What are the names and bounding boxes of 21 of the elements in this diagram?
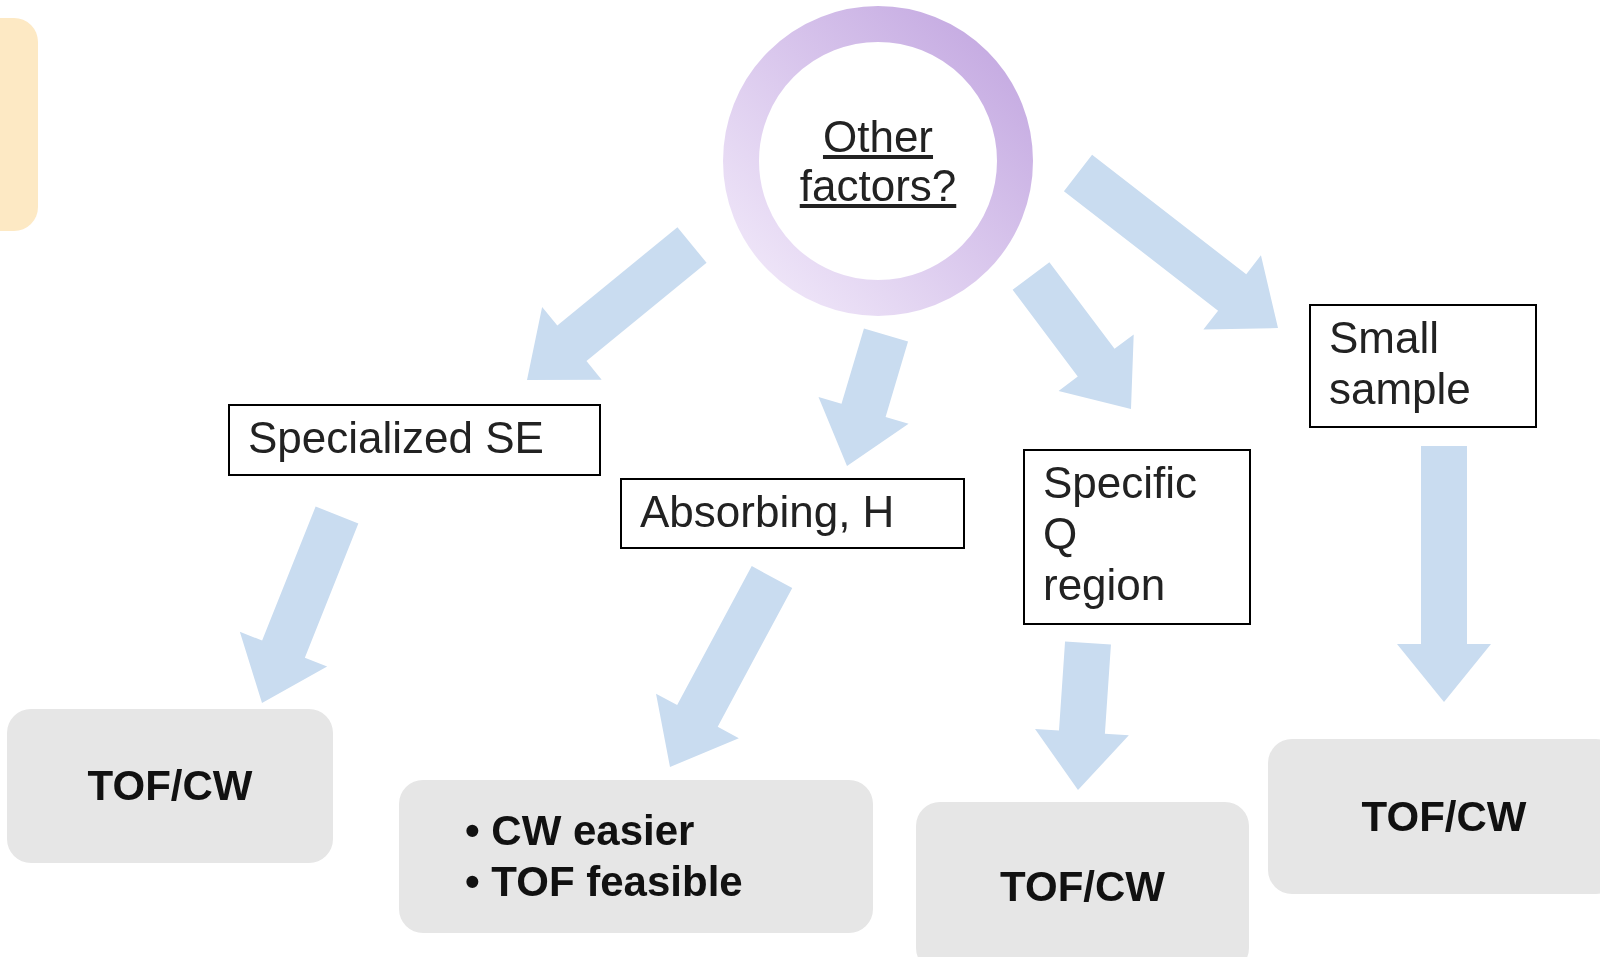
block-arrow [1035,641,1129,790]
bullet-item: • CW easier [465,806,695,857]
block-arrow [239,506,359,703]
side-tab [0,18,38,231]
block-arrow [1397,446,1491,702]
result-box [399,780,873,933]
factor-box: Specialized SE [228,404,601,476]
block-arrow [818,328,909,466]
factor-box: Absorbing, H [620,478,965,549]
result-box: TOF/CW [916,802,1249,957]
factor-box: Small sample [1309,304,1537,428]
block-arrow [527,227,707,380]
bullet-item: • TOF feasible [465,856,743,907]
question-text: Other factors? [798,111,958,211]
result-box: TOF/CW [1268,739,1600,894]
block-arrow [1063,154,1278,330]
result-box: TOF/CW [7,709,333,863]
factor-box: Specific Q region [1023,449,1251,625]
block-arrow [1012,262,1134,409]
ring-circle [722,5,1034,317]
block-arrow [656,566,793,767]
